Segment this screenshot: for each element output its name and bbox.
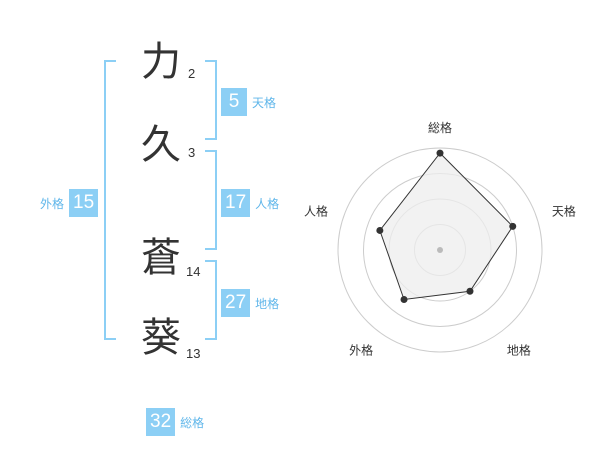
stroke-count-1: 2 xyxy=(188,66,196,81)
chikaku-badge: 27 地格 xyxy=(221,289,279,317)
soukaku-badge: 32 総格 xyxy=(146,408,204,436)
radar-point-1 xyxy=(436,149,444,157)
radar-axis-label-5: 人格 xyxy=(304,204,328,219)
name-char-4: 葵 xyxy=(141,315,181,361)
soukaku-label: 総格 xyxy=(180,415,205,430)
jinkaku-value: 17 xyxy=(221,189,251,217)
jinkaku-bracket xyxy=(205,150,217,250)
chikaku-value: 27 xyxy=(221,289,251,317)
stroke-count-2: 3 xyxy=(188,145,196,160)
radar-point-3 xyxy=(466,287,474,295)
gaikaku-value: 15 xyxy=(69,189,99,217)
radar-polygon xyxy=(379,152,514,301)
gaikaku-bracket xyxy=(104,60,116,340)
jinkaku-label: 人格 xyxy=(255,196,280,211)
radar-axis-label-3: 地格 xyxy=(507,342,531,357)
radar-axis-label-2: 天格 xyxy=(552,204,576,219)
chikaku-bracket xyxy=(205,260,217,340)
radar-axis-label-4: 外格 xyxy=(349,342,373,357)
soukaku-value: 32 xyxy=(146,408,176,436)
tenkaku-value: 5 xyxy=(221,88,247,116)
tenkaku-label: 天格 xyxy=(252,95,277,110)
radar-point-2 xyxy=(509,222,517,230)
tenkaku-bracket xyxy=(205,60,217,140)
name-char-1: 力 xyxy=(141,39,181,85)
jinkaku-badge: 17 人格 xyxy=(221,189,279,217)
name-char-2: 久 xyxy=(141,122,181,168)
radar-point-4 xyxy=(400,296,408,304)
stroke-count-4: 13 xyxy=(186,346,201,361)
name-char-3: 蒼 xyxy=(141,235,181,281)
stroke-count-3: 14 xyxy=(186,264,201,279)
chikaku-label: 地格 xyxy=(255,296,280,311)
gaikaku-badge: 外格 15 xyxy=(40,189,99,217)
radar-axis-label-1: 総格 xyxy=(428,120,452,135)
radar-point-5 xyxy=(376,226,384,234)
tenkaku-badge: 5 天格 xyxy=(221,88,276,116)
radar-center-dot xyxy=(437,247,443,253)
gaikaku-label: 外格 xyxy=(40,196,65,211)
